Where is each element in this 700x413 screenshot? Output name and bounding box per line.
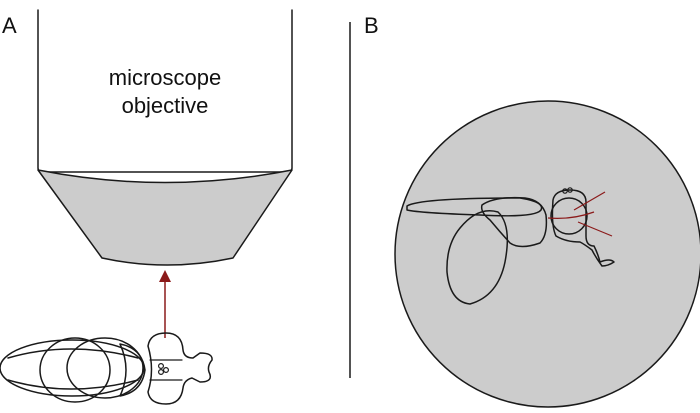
fly-top-view [0, 332, 213, 405]
ocellus-1 [158, 363, 165, 370]
fly-abdomen [39, 337, 111, 403]
imaging-lines [547, 191, 613, 237]
fly-side-eye [550, 197, 588, 235]
objective-barrel [37, 9, 293, 173]
fly-thorax [66, 337, 144, 399]
microscope-objective: microscope objective [37, 9, 293, 266]
fly-thorax-front [119, 343, 146, 397]
ocellus-2 [163, 367, 170, 374]
fly-antenna-2 [567, 187, 573, 193]
fly-antenna-1 [562, 188, 568, 194]
objective-label-line1: microscope [109, 65, 221, 90]
fly-side-abdomen [446, 210, 509, 305]
fly-side-head [551, 189, 615, 267]
objective-label-line2: objective [122, 93, 209, 118]
fly-side-wing [406, 197, 543, 217]
ocellus-3 [158, 369, 165, 376]
fly-side-view [406, 187, 615, 305]
panel-b-label: B [364, 13, 379, 38]
imaging-line-3 [577, 221, 613, 237]
objective-lens-cone [37, 169, 293, 266]
fly-wing-vein-2 [7, 379, 139, 390]
fly-wing-vein-1 [7, 348, 139, 359]
fly-head [147, 332, 213, 405]
fly-side-thorax [480, 196, 548, 248]
field-of-view-circle [394, 100, 700, 408]
panel-a-label: A [2, 13, 17, 38]
imaging-line-1 [547, 211, 595, 219]
field-of-view [394, 100, 700, 408]
imaging-line-2 [573, 191, 606, 211]
